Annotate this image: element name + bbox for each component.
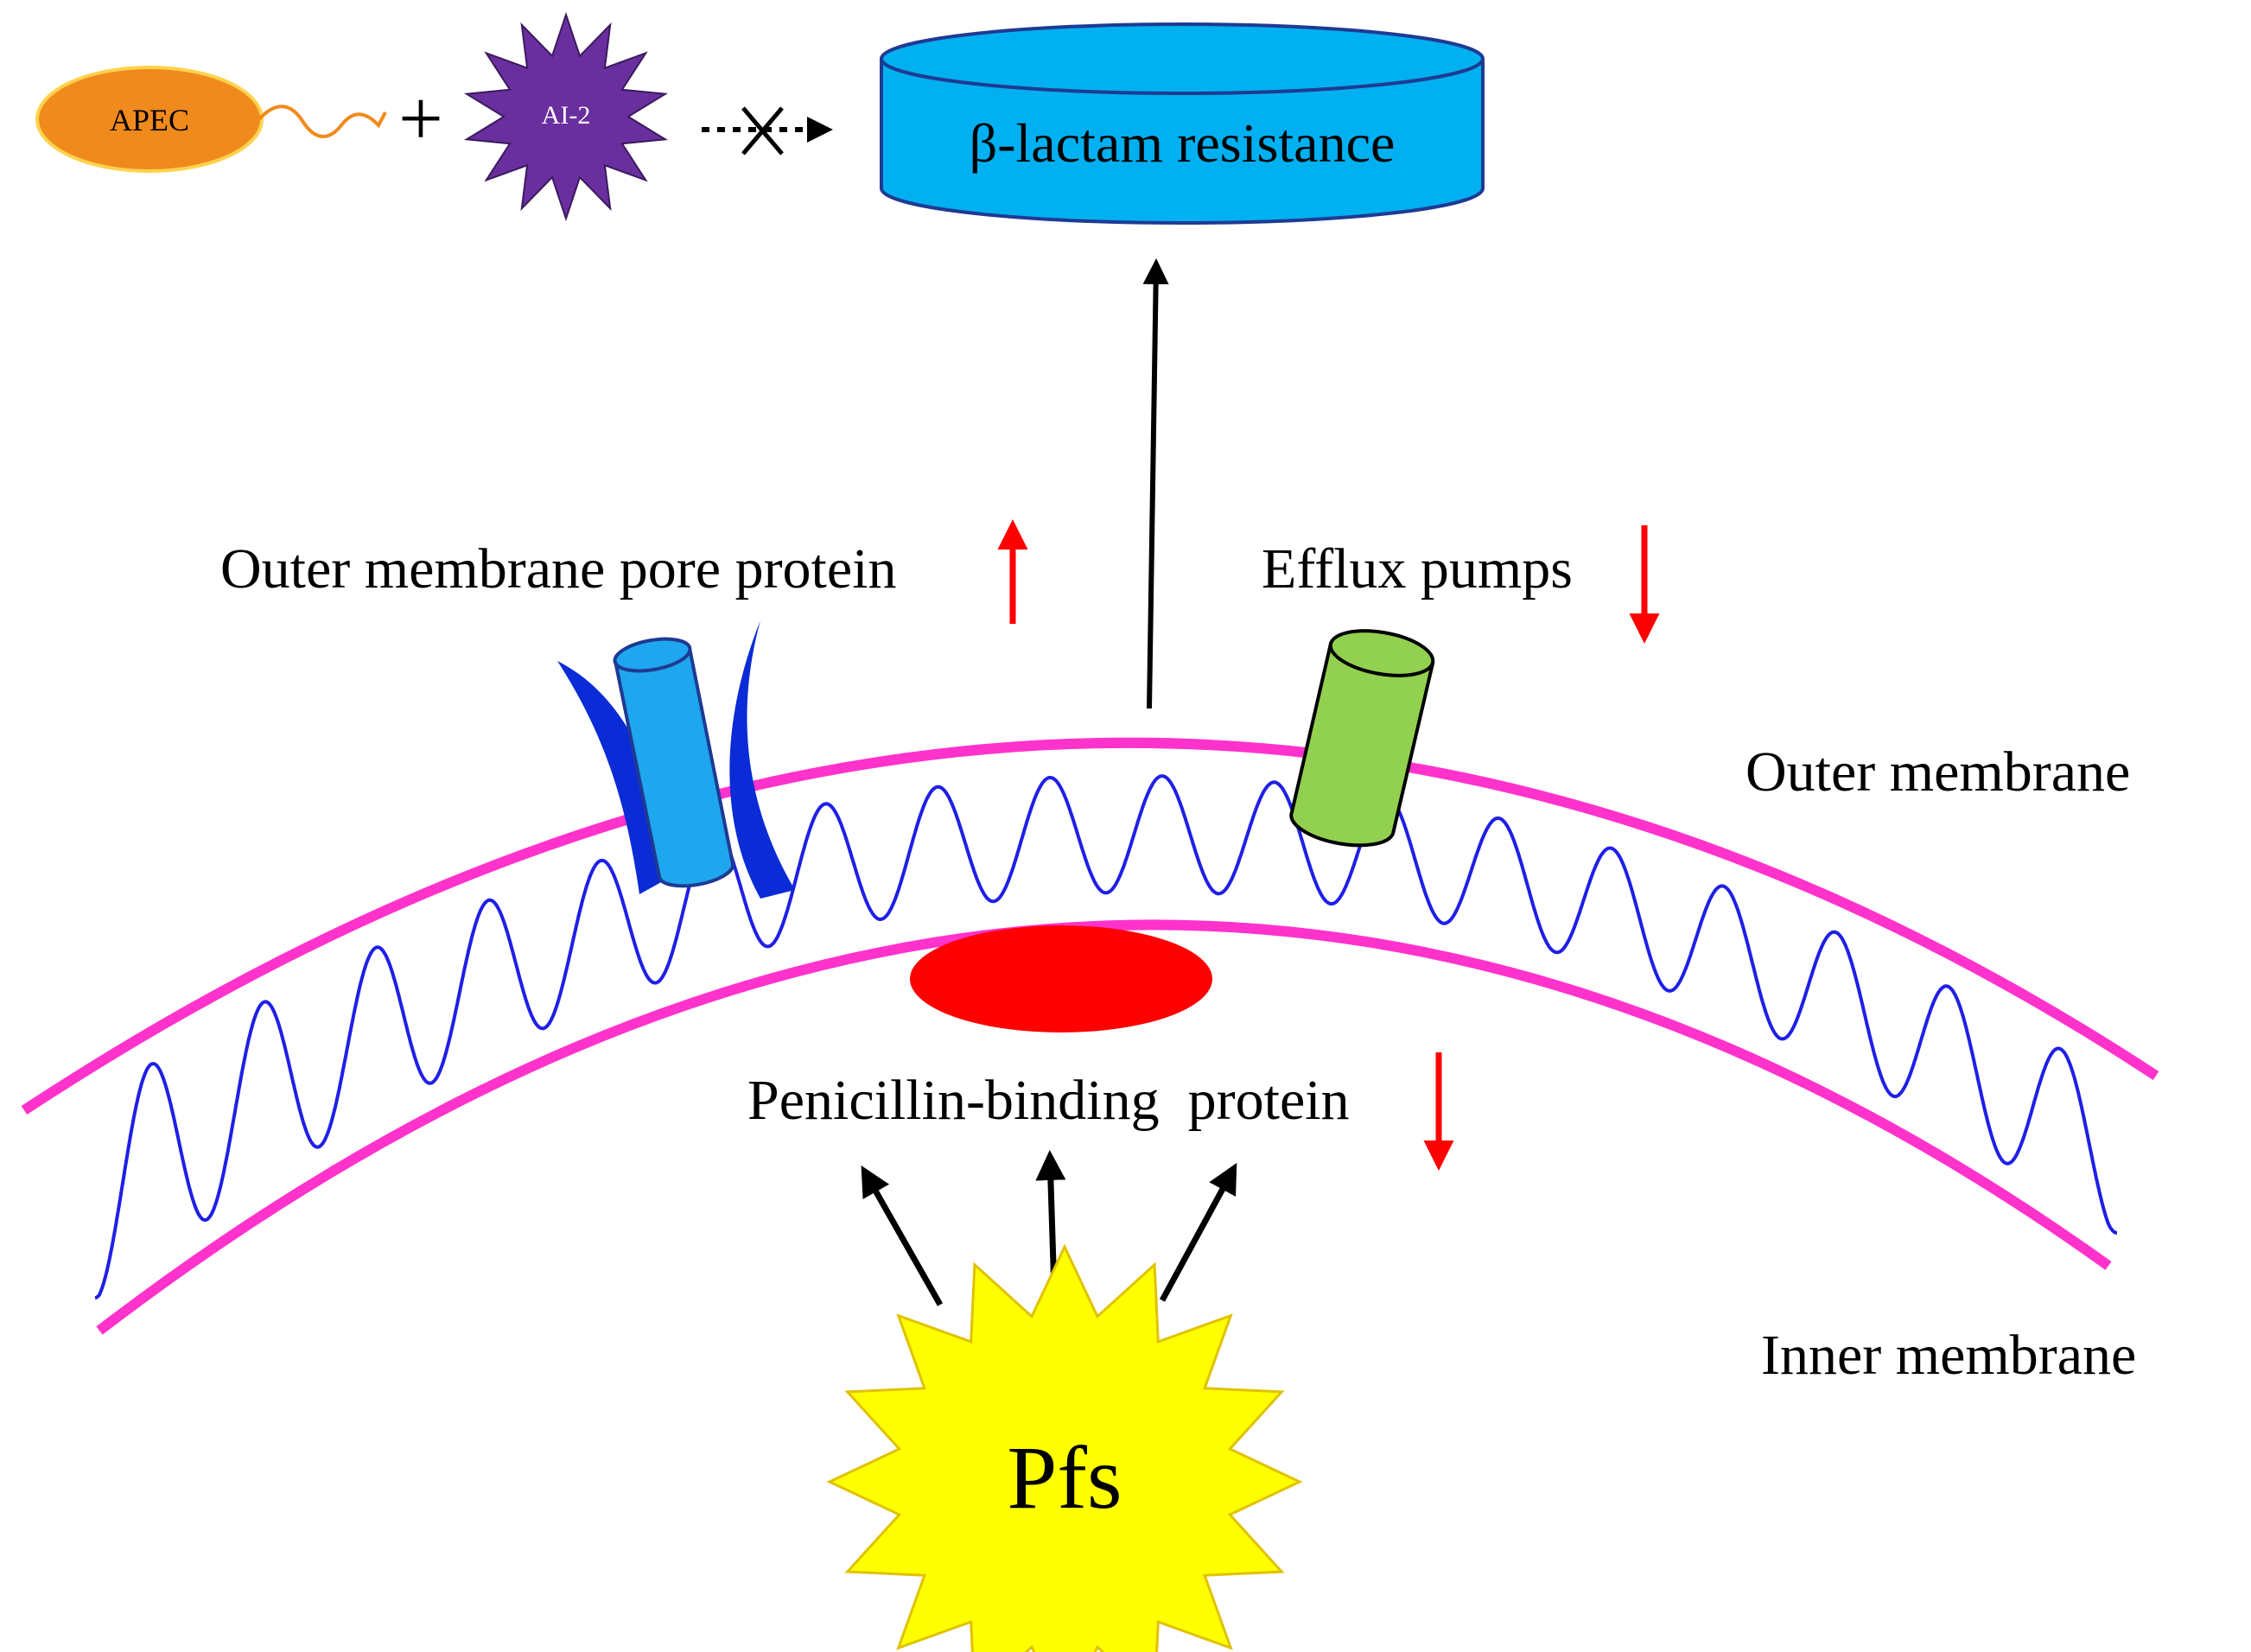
plus-sign: + [398, 74, 443, 162]
ai2-signal-star: AI-2 [463, 11, 669, 222]
apec-bacterium: APEC [35, 66, 387, 173]
pfs-arrow-left [861, 1165, 944, 1306]
efflux-pump [1289, 629, 1435, 848]
pore-protein-label: Outer membrane pore protein [220, 537, 897, 600]
outer-membrane-label: Outer membrane [1745, 740, 2130, 804]
pbp-label: Penicillin-binding protein [747, 1069, 1350, 1132]
resistance-label: β-lactam resistance [970, 112, 1396, 174]
ai2-label: AI-2 [542, 101, 591, 130]
outer-membrane [21, 737, 2159, 1115]
resistance-cylinder: β-lactam resistance [880, 22, 1485, 225]
pfs-star: Pfs [826, 1243, 1303, 1652]
porin-channel [557, 620, 795, 899]
apec-label: APEC [110, 103, 189, 137]
membrane-to-resistance-arrow [1142, 258, 1169, 709]
penicillin-binding-protein [910, 925, 1212, 1032]
peptidoglycan-wave [94, 774, 2118, 1299]
blocked-arrow [702, 106, 833, 156]
pfs-label: Pfs [1008, 1428, 1122, 1528]
efflux-label: Efflux pumps [1262, 537, 1573, 600]
pfs-arrow-right [1159, 1162, 1237, 1302]
inner-membrane-label: Inner membrane [1761, 1324, 2136, 1387]
inner-membrane [96, 919, 2112, 1335]
